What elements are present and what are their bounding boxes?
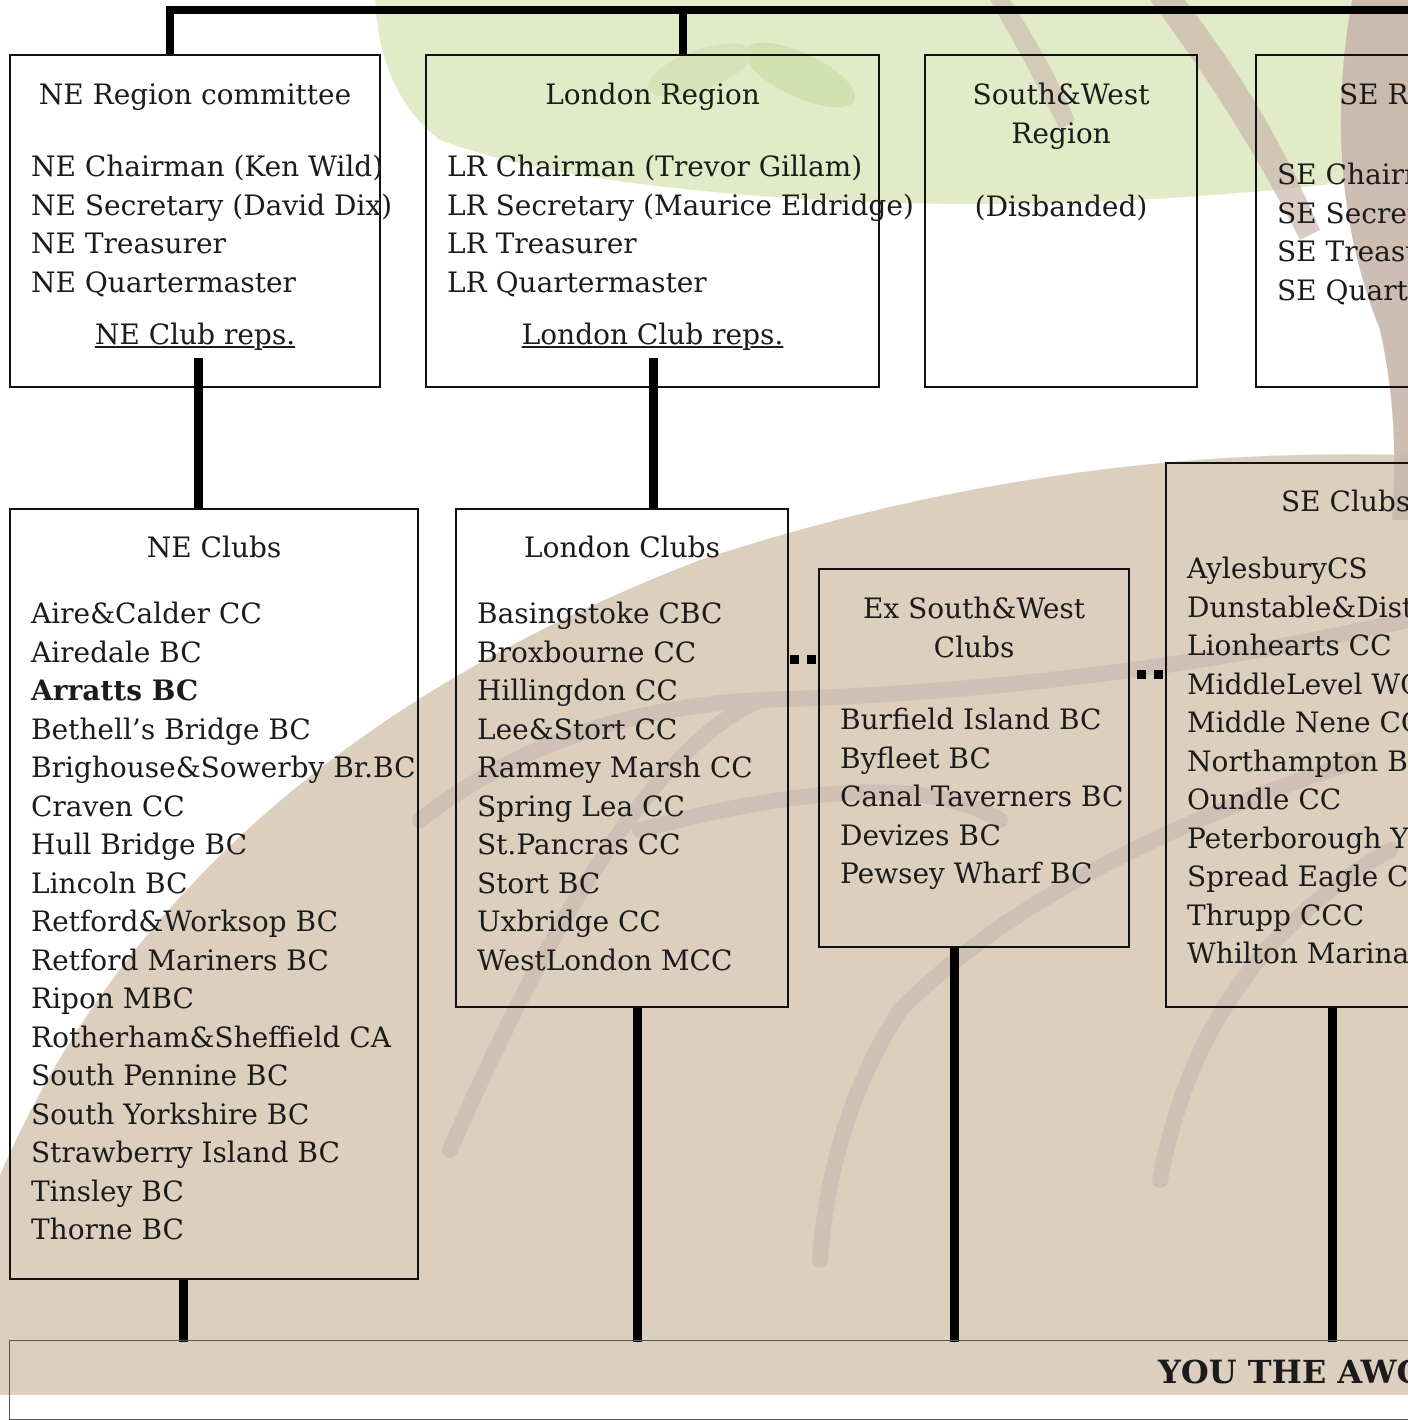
club-list-item: Strawberry Island BC: [31, 1136, 340, 1169]
ne-quartermaster: NE Quartermaster: [31, 265, 296, 299]
lr-quartermaster: LR Quartermaster: [447, 265, 707, 299]
club-list-item: Burfield Island BC: [840, 703, 1102, 736]
ex-south-west-clubs-title: Ex South&West Clubs: [862, 592, 1086, 664]
ne-region-members: NE Chairman (Ken Wild) NE Secretary (Dav…: [31, 148, 392, 302]
ne-clubs-to-members-connector: [179, 1280, 188, 1342]
club-list-item: Dunstable&Distr: [1187, 590, 1408, 624]
club-list-item: Ripon MBC: [31, 982, 194, 1015]
club-list-item: Byfleet BC: [840, 741, 991, 775]
club-list-item: Hull Bridge BC: [31, 828, 248, 861]
club-list-item: AylesburyCS: [1187, 552, 1368, 585]
club-list-item: Lionhearts CC: [1187, 629, 1392, 662]
south-west-region-status: (Disbanded): [974, 190, 1148, 223]
se-chairman: SE Chairm: [1277, 158, 1408, 191]
footer-title: YOU THE AWC: [1158, 1353, 1408, 1391]
club-list-item: Hillingdon CC: [477, 674, 678, 707]
ex-south-west-clubs-list: Burfield Island BC Byfleet BC Canal Tave…: [840, 701, 1123, 894]
exsw-clubs-to-members-connector: [950, 948, 959, 1342]
club-list-item: Peterborough YC: [1187, 821, 1408, 855]
club-list-item: Broxbourne CC: [477, 635, 697, 669]
london-region-top-connector: [679, 6, 687, 56]
club-list-item: Middle Nene CC: [1187, 706, 1408, 739]
se-clubs-to-members-connector: [1328, 1008, 1337, 1342]
club-list-item: Bethell’s Bridge BC: [31, 712, 311, 746]
se-clubs-title: SE Clubs: [1281, 485, 1408, 518]
club-list-item: Spring Lea CC: [477, 789, 685, 823]
club-list-item: Brighouse&Sowerby Br.BC: [31, 751, 416, 784]
club-list-item: Uxbridge CC: [477, 905, 661, 938]
south-west-region-box: South&West Region (Disbanded): [924, 54, 1198, 388]
club-list-item: Arratts BC: [31, 674, 199, 707]
club-list-item: Devizes BC: [840, 818, 1001, 852]
se-quartermaster: SE Quarte: [1277, 273, 1408, 307]
club-list-item: Canal Taverners BC: [840, 780, 1124, 813]
ne-clubs-title: NE Clubs: [146, 531, 282, 564]
club-list-item: Rammey Marsh CC: [477, 751, 753, 784]
se-secretary: SE Secreta: [1277, 196, 1408, 230]
ne-region-committee-box: NE Region committee NE Chairman (Ken Wil…: [9, 54, 392, 388]
london-to-exsw-dotted-connector: [790, 655, 816, 665]
lr-secretary: LR Secretary (Maurice Eldridge): [447, 188, 914, 222]
london-club-reps-link[interactable]: London Club reps.: [521, 318, 784, 351]
club-list-item: Lee&Stort CC: [477, 712, 678, 746]
south-west-region-title: South&West Region: [972, 78, 1150, 150]
london-clubs-title: London Clubs: [524, 531, 720, 564]
ne-club-reps-link[interactable]: NE Club reps.: [94, 318, 296, 351]
se-region-members: SE Chairm SE Secreta SE Treasur SE Quart…: [1277, 156, 1408, 310]
ne-region-title: NE Region committee: [38, 78, 352, 111]
exsw-to-se-dotted-connector: [1137, 670, 1163, 680]
top-connector-line: [166, 6, 1408, 14]
london-region-members: LR Chairman (Trevor Gillam) LR Secretary…: [447, 148, 914, 302]
london-clubs-box: London Clubs Basingstoke CBC Broxbourne …: [455, 508, 789, 1008]
club-list-item: Retford&Worksop BC: [31, 905, 339, 938]
london-clubs-to-members-connector: [633, 1008, 642, 1342]
club-list-item: MiddleLevel WC: [1187, 667, 1408, 701]
club-list-item: Stort BC: [477, 866, 601, 900]
ne-region-top-connector: [166, 6, 174, 56]
club-list-item: Northampton BC: [1187, 744, 1408, 778]
club-list-item: Basingstoke CBC: [477, 597, 723, 630]
club-list-item: Craven CC: [31, 789, 185, 823]
club-list-item: Whilton Marina C: [1187, 937, 1408, 970]
ne-clubs-box: NE Clubs Aire&Calder CC Airedale BC Arra…: [9, 508, 419, 1280]
club-list-item: Tinsley BC: [31, 1174, 184, 1208]
se-clubs-box: SE Clubs AylesburyCS Dunstable&Distr Lio…: [1165, 462, 1408, 1008]
se-treasurer: SE Treasur: [1277, 235, 1408, 268]
club-list-item: South Yorkshire BC: [31, 1097, 310, 1131]
ne-chairman: NE Chairman (Ken Wild): [31, 150, 384, 183]
club-list-item: Airedale BC: [31, 635, 202, 669]
se-clubs-list: AylesburyCS Dunstable&Distr Lionhearts C…: [1187, 550, 1408, 974]
club-list-item: Pewsey Wharf BC: [840, 857, 1093, 890]
club-list-item: Oundle CC: [1187, 783, 1342, 816]
club-list-item: Thrupp CCC: [1187, 898, 1365, 932]
se-region-box: SE Re SE Chairm SE Secreta SE Treasur SE…: [1255, 54, 1408, 388]
ne-clubs-list: Aire&Calder CC Airedale BC Arratts BC Be…: [31, 595, 416, 1250]
club-list-item: Lincoln BC: [31, 866, 188, 900]
lr-chairman: LR Chairman (Trevor Gillam): [447, 150, 863, 183]
lr-treasurer: LR Treasurer: [447, 227, 637, 260]
awcc-members-footer-box: YOU THE AWC: [9, 1340, 1408, 1420]
ne-treasurer: NE Treasurer: [31, 227, 226, 260]
club-list-item: Rotherham&Sheffield CA: [31, 1020, 392, 1054]
ne-secretary: NE Secretary (David Dix): [31, 188, 393, 222]
london-region-title: London Region: [545, 78, 760, 111]
london-clubs-list: Basingstoke CBC Broxbourne CC Hillingdon…: [477, 595, 753, 980]
se-region-title: SE Re: [1339, 78, 1408, 111]
club-list-item: Thorne BC: [31, 1213, 184, 1246]
club-list-item: Retford Mariners BC: [31, 943, 329, 977]
club-list-item: Aire&Calder CC: [31, 597, 262, 630]
london-region-to-clubs-connector: [649, 358, 658, 510]
club-list-item: South Pennine BC: [31, 1059, 289, 1092]
club-list-item: Spread Eagle CC: [1187, 860, 1408, 893]
london-region-box: London Region LR Chairman (Trevor Gillam…: [425, 54, 914, 388]
club-list-item: WestLondon MCC: [477, 943, 733, 977]
ne-region-to-clubs-connector: [194, 358, 203, 510]
ex-south-west-clubs-box: Ex South&West Clubs Burfield Island BC B…: [818, 568, 1130, 948]
club-list-item: St.Pancras CC: [477, 828, 681, 861]
